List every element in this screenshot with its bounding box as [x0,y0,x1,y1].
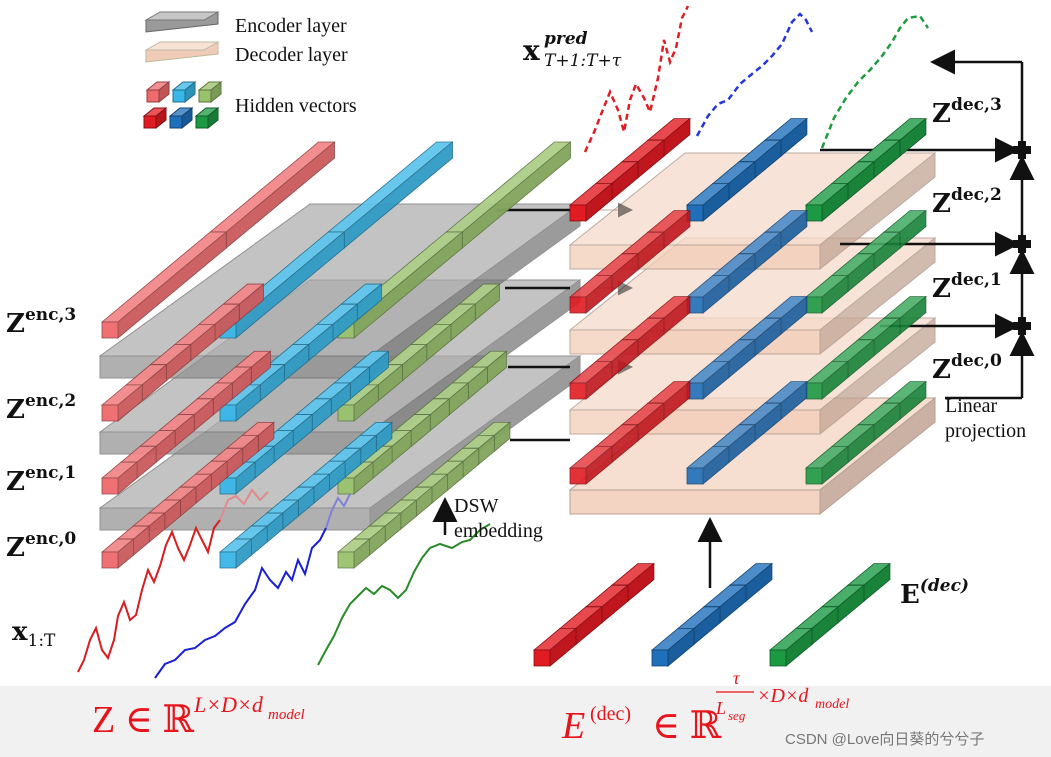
legend-cube [171,80,197,104]
dec-3-green-bar [804,117,928,222]
dec-3-red-bar [568,117,692,222]
edec-green-bar [768,562,892,667]
z-dec-1-label: Zdec,1 [932,270,1002,304]
sum-nodes [1013,141,1031,335]
z-dec-3-label: Zdec,3 [932,95,1002,129]
edec-red-bar [532,562,656,667]
legend-cube [168,106,194,130]
linear-label-line2: projection [945,420,1026,442]
svg-text:seg: seg [728,708,746,723]
svg-text:∈ ℝ: ∈ ℝ [652,705,722,747]
legend: Encoder layer Decoder layer Hidden vecto… [142,11,357,130]
svg-text:E: E [561,705,585,747]
enc-0-green-bar [336,421,511,569]
plus-node-2 [1013,235,1031,253]
z-dec-labels: Zdec,3 Zdec,2 Zdec,1 Zdec,0 [932,95,1002,385]
legend-encoder-label: Encoder layer [235,15,347,37]
dec-1-green-bar [804,295,928,400]
svg-text:pred: pred [544,29,588,49]
legend-cube [142,106,168,130]
series-red-input [77,519,221,673]
enc-0-blue-bar [218,421,393,569]
predicted-series [583,5,930,153]
svg-text:τ: τ [733,668,740,688]
svg-text:(dec): (dec) [590,703,631,725]
svg-text:model: model [268,707,305,723]
dec-1-blue-bar [685,295,809,400]
enc-2-green-bar [336,283,501,422]
legend-hidden-swatch [142,80,223,130]
enc-1-red-bar [100,350,272,495]
z-enc-0-label: Zenc,0 [6,529,76,563]
hidden-vector-bars [100,117,928,667]
bottom-band [0,686,1051,757]
watermark: CSDN @Love向日葵的兮兮子 [785,731,984,748]
dec-0-red-bar [568,380,692,485]
enc-2-red-bar [100,283,265,422]
edec-blue-bar [650,562,774,667]
dsw-label-line1: DSW [454,495,499,517]
series-blue-input-faint [325,493,351,529]
legend-cube [194,106,220,130]
linear-label-line1: Linear [945,395,998,417]
formula-e: E (dec) ∈ ℝ τ L seg ×D×d model [561,668,849,747]
z-enc-1-label: Zenc,1 [6,463,76,497]
svg-text:x: x [523,34,540,67]
dec-2-green-bar [804,209,928,314]
x-input-label: x1:T [12,617,56,651]
x-pred-label: x pred T+1:T+τ [523,29,622,71]
dec-2-red-bar [568,209,692,314]
input-series [77,488,491,679]
legend-hidden-label: Hidden vectors [235,95,357,117]
svg-text:Z ∈ ℝ: Z ∈ ℝ [92,699,194,741]
legend-decoder-swatch [144,41,220,63]
dec-0-blue-bar [685,380,809,485]
series-red-pred [583,5,690,153]
enc-3-red-bar [100,141,336,339]
formula-z: Z ∈ ℝ L×D×d model [92,692,305,741]
series-green-input [317,523,491,666]
enc-0-red-bar [100,421,275,569]
legend-encoder-swatch [144,11,220,33]
z-dec-0-label: Zdec,0 [932,351,1002,385]
plus-node-3 [1013,141,1031,159]
svg-text:L×D×d: L×D×d [193,692,264,717]
legend-cube [197,80,223,104]
dec-1-red-bar [568,295,692,400]
dec-0-green-bar [804,380,928,485]
e-dec-label: E(dec) [900,576,969,610]
z-enc-3-label: Zenc,3 [6,305,76,339]
svg-text:model: model [815,697,849,712]
legend-decoder-label: Decoder layer [235,44,348,66]
dec-2-blue-bar [685,209,809,314]
z-enc-labels: Zenc,3 Zenc,2 Zenc,1 Zenc,0 [6,305,76,563]
enc-1-blue-bar [218,350,390,495]
series-blue-pred [695,12,814,137]
svg-text:×D×d: ×D×d [757,685,809,707]
svg-text:T+1:T+τ: T+1:T+τ [544,51,622,71]
plus-node-1 [1013,317,1031,335]
dsw-label-line2: embedding [454,520,543,542]
dec-3-blue-bar [685,117,809,222]
svg-text:L: L [715,698,726,718]
series-blue-input [154,527,327,679]
enc-1-green-bar [336,350,508,495]
z-enc-2-label: Zenc,2 [6,391,76,425]
series-red-input-faint [219,488,269,521]
z-dec-2-label: Zdec,2 [932,185,1002,219]
series-green-pred [820,14,930,149]
enc-dec-arrows [497,208,570,442]
legend-cube [145,80,171,104]
